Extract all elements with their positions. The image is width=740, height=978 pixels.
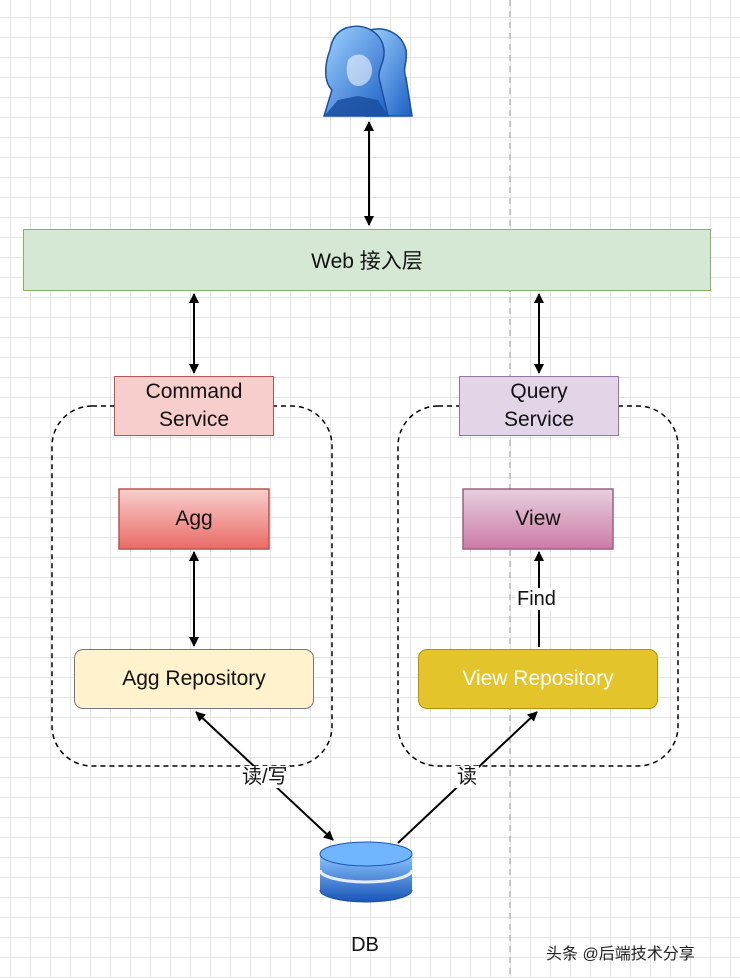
web-layer-label: Web 接入层 — [311, 250, 423, 273]
agg-repository-box: Agg Repository — [74, 649, 314, 709]
view-box — [462, 488, 614, 550]
find-edge-label: Find — [515, 588, 558, 610]
view-label-wrap: View — [463, 489, 613, 549]
command-service-box: Command Service — [114, 376, 274, 436]
db-label: DB — [351, 933, 379, 956]
web-layer-box: Web 接入层 — [23, 229, 711, 291]
view-repository-box: View Repository — [418, 649, 658, 709]
command-service-label-2: Service — [158, 408, 230, 431]
command-group — [51, 405, 333, 767]
read-edge-label: 读 — [455, 766, 479, 788]
command-service-label-1: Command — [145, 380, 243, 403]
agg-box — [118, 488, 270, 550]
agg-repository-label: Agg Repository — [122, 667, 266, 690]
agg-label: Agg — [175, 507, 213, 530]
query-service-label-2: Service — [503, 408, 575, 431]
watermark: 头条 @后端技术分享 — [546, 946, 695, 963]
database-icon — [318, 841, 414, 903]
query-service-box: Query Service — [459, 376, 619, 436]
read-write-edge-label: 读/写 — [240, 766, 290, 788]
view-label: View — [515, 507, 561, 530]
users-icon — [322, 25, 413, 117]
agg-label-wrap: Agg — [119, 489, 269, 549]
query-service-label-1: Query — [510, 380, 568, 403]
view-repository-label: View Repository — [462, 667, 614, 690]
